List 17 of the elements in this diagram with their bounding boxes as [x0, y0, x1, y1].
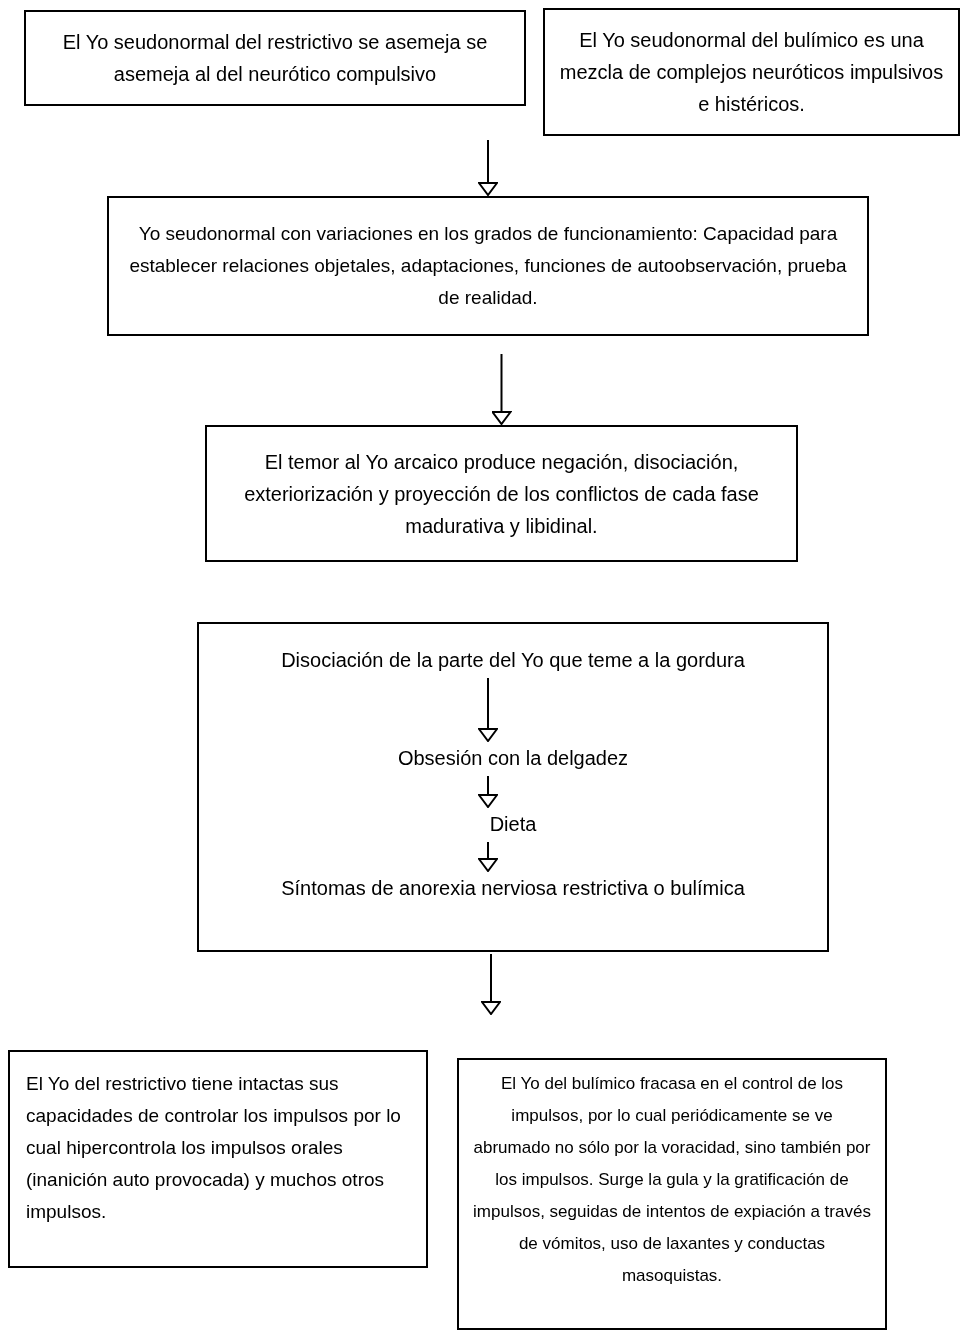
flow-step-text: Disociación de la parte del Yo que teme a la gordura — [281, 644, 745, 676]
text-box: El Yo seudonormal del bulímico es una mezcla de complejos neuróticos impulsivos e histéricos. — [543, 8, 960, 136]
text-box: El Yo del restrictivo tiene intactas sus capacidades de controlar los impulsos por lo cual hipercontrola los impulsos orales (inanición auto provocada) y muchos otros impulsos. — [8, 1050, 428, 1268]
flow-step-text: Síntomas de anorexia nerviosa restrictiva o bulímica — [281, 872, 745, 904]
arrow — [478, 775, 498, 808]
text-box: El temor al Yo arcaico produce negación, disociación, exteriorización y proyección de los conflictos de cada fase madurativa y libidinal. — [205, 425, 798, 562]
arrow — [478, 841, 498, 872]
container-box — [197, 622, 829, 952]
text-box: El Yo seudonormal del restrictivo se asemeja se asemeja al del neurótico compulsivo — [24, 10, 526, 106]
text-box: El Yo del bulímico fracasa en el control de los impulsos, por lo cual periódicamente se ve abrumado no sólo por la voracidad, sino también por los impulsos. Surge la gula y la gratificación de impulsos, seguidas de intentos de expiación a través de vómitos, uso de laxantes y conductas masoquistas. — [457, 1058, 887, 1330]
flow-step-text: Obsesión con la delgadez — [397, 742, 629, 774]
arrow — [478, 677, 498, 742]
arrow — [481, 953, 501, 1015]
arrow — [491, 353, 512, 425]
text-box: Yo seudonormal con variaciones en los grados de funcionamiento: Capacidad para establecer relaciones objetales, adaptaciones, funciones de autoobservación, prueba de realidad. — [107, 196, 869, 336]
arrow — [478, 139, 498, 196]
flow-step-text: Dieta — [489, 808, 537, 840]
